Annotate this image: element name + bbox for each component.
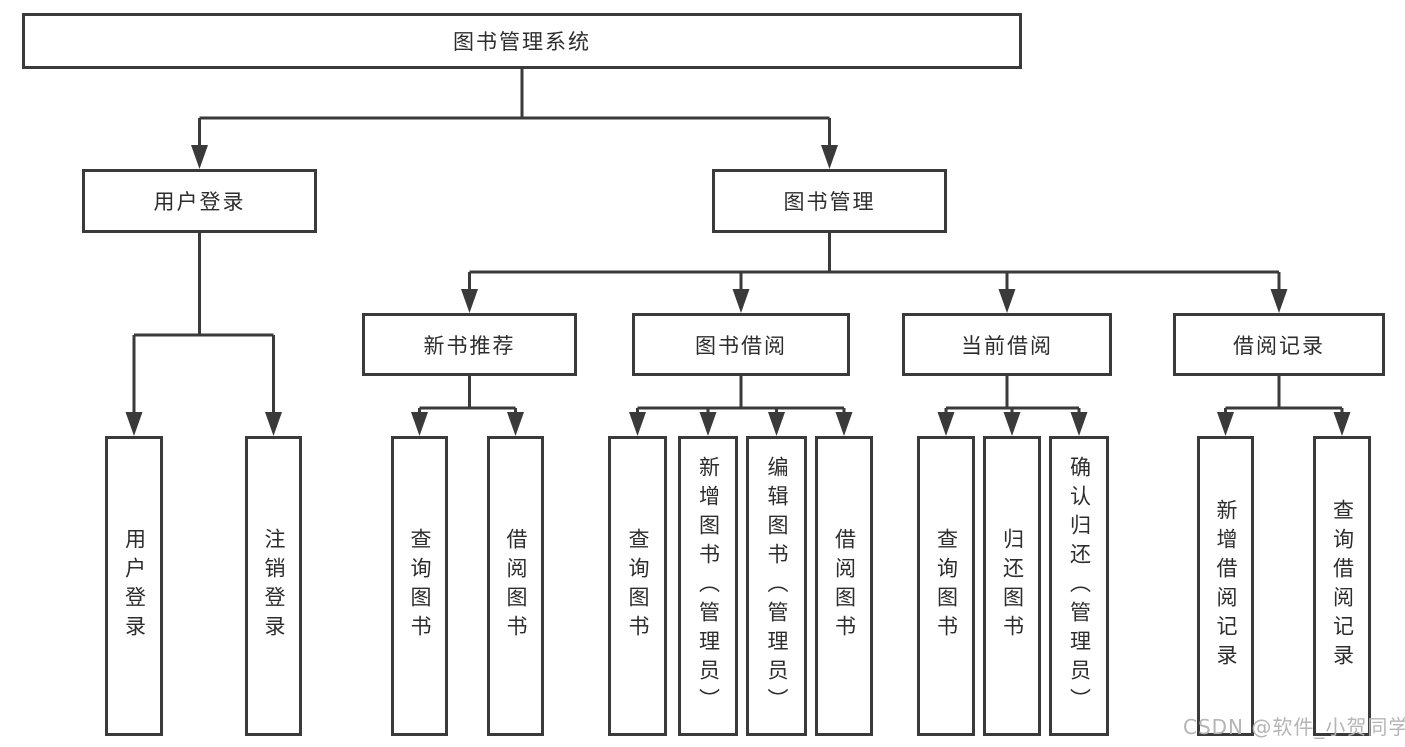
- node-root-label: 图书管理系统: [453, 30, 591, 54]
- node-borrowing: 图书借阅: [632, 313, 850, 376]
- node-new-books-label: 新书推荐: [423, 333, 516, 358]
- leaf-current-query: 查询图书: [917, 436, 975, 736]
- leaf-newbooks-query: 查询图书: [391, 436, 448, 736]
- leaf-borrowing-add: 新增图书（管理员）: [678, 436, 738, 736]
- leaf-borrowing-query: 查询图书: [608, 436, 667, 736]
- node-records: 借阅记录: [1173, 313, 1385, 376]
- leaf-newbooks-borrow: 借阅图书: [487, 436, 544, 736]
- leaf-borrowing-borrow-label: 借阅图书: [832, 528, 857, 644]
- leaf-current-return-label: 归还图书: [1000, 528, 1025, 644]
- leaf-logout: 注销登录: [245, 436, 302, 736]
- watermark-text: CSDN @软件_小贺同学: [1183, 715, 1405, 739]
- leaf-borrowing-query-label: 查询图书: [626, 528, 650, 644]
- leaf-borrowing-edit-label: 编辑图书（管理员）: [765, 455, 789, 717]
- leaf-newbooks-query-label: 查询图书: [408, 528, 432, 644]
- leaf-newbooks-borrow-label: 借阅图书: [504, 528, 528, 644]
- leaf-current-confirm-label: 确认归还（管理员）: [1067, 455, 1092, 717]
- node-current-label: 当前借阅: [961, 333, 1053, 358]
- node-borrowing-label: 图书借阅: [695, 333, 787, 358]
- leaf-records-query: 查询借阅记录: [1313, 436, 1371, 736]
- leaf-current-query-label: 查询图书: [934, 528, 959, 644]
- node-records-label: 借阅记录: [1233, 333, 1325, 358]
- leaf-logout-label: 注销登录: [262, 528, 286, 644]
- node-user-login: 用户登录: [82, 169, 317, 233]
- leaf-user-login: 用户登录: [105, 436, 163, 736]
- leaf-borrowing-borrow: 借阅图书: [815, 436, 873, 736]
- leaf-borrowing-edit: 编辑图书（管理员）: [746, 436, 807, 736]
- node-root: 图书管理系统: [22, 13, 1022, 69]
- leaf-current-return: 归还图书: [983, 436, 1041, 736]
- leaf-borrowing-add-label: 新增图书（管理员）: [696, 455, 721, 717]
- leaf-user-login-label: 用户登录: [122, 528, 147, 644]
- node-current: 当前借阅: [902, 313, 1112, 376]
- node-user-login-label: 用户登录: [153, 190, 246, 214]
- leaf-records-query-label: 查询借阅记录: [1330, 499, 1355, 673]
- node-new-books: 新书推荐: [362, 313, 577, 376]
- leaf-records-add-label: 新增借阅记录: [1214, 499, 1238, 673]
- leaf-records-add: 新增借阅记录: [1197, 436, 1254, 736]
- node-book-mgmt-label: 图书管理: [783, 190, 876, 214]
- leaf-current-confirm: 确认归还（管理员）: [1049, 436, 1109, 736]
- node-book-mgmt: 图书管理: [712, 169, 947, 233]
